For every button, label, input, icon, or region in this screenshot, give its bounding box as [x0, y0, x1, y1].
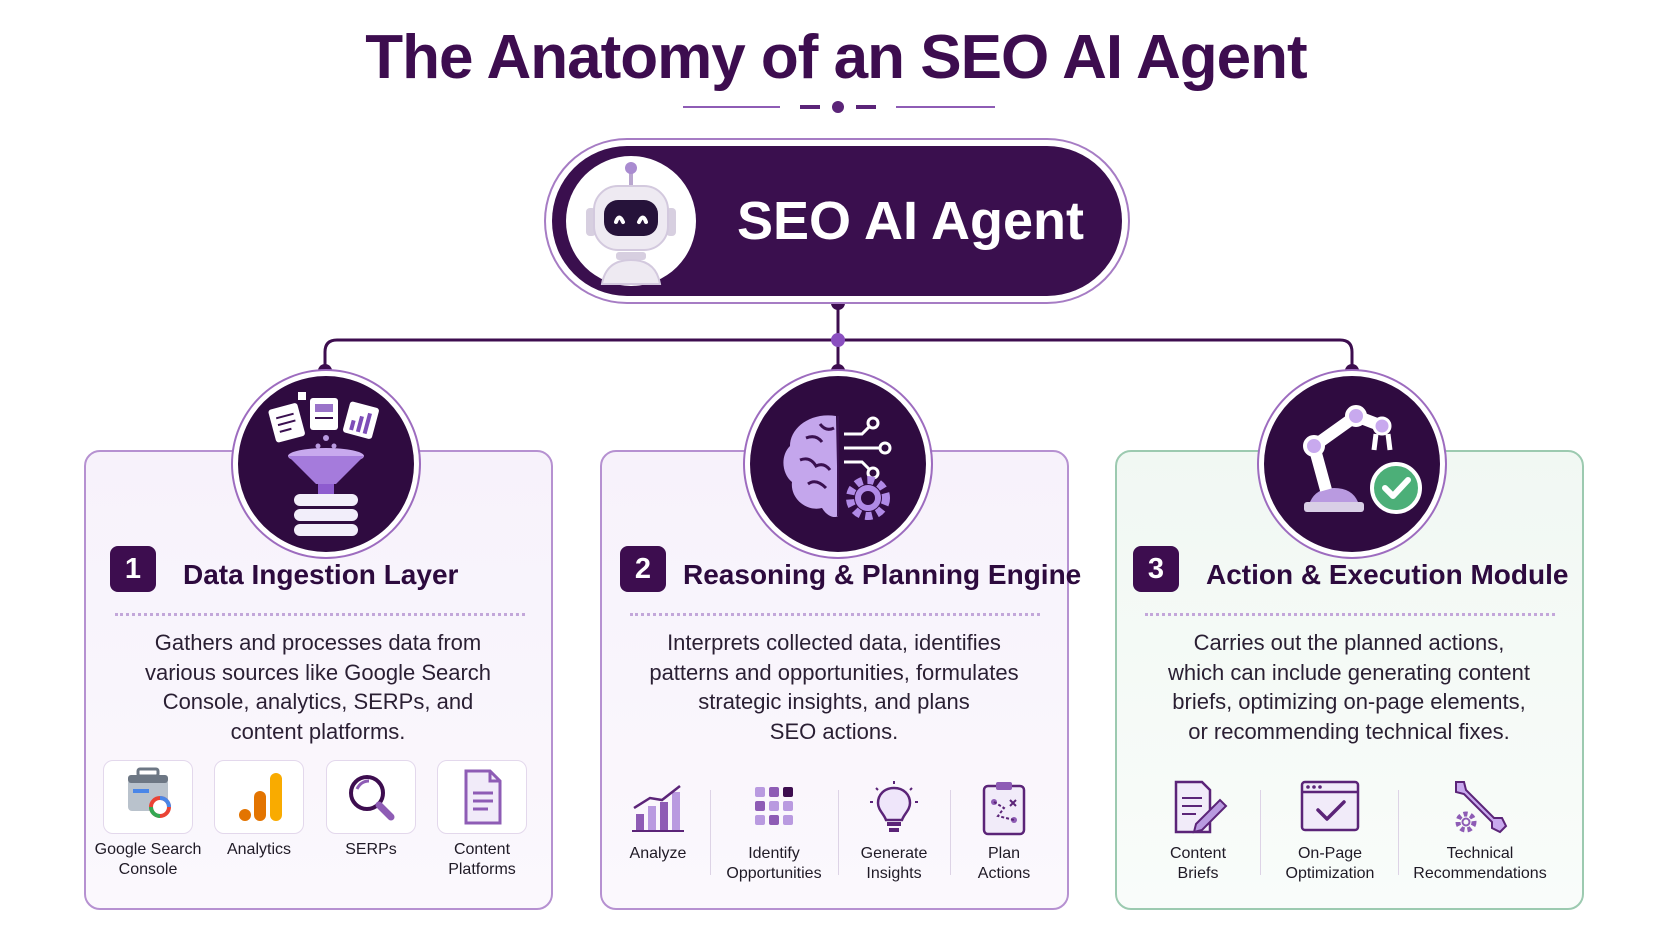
tool-label: Technical Recommendations [1413, 845, 1547, 882]
separator [710, 790, 711, 875]
tool-label: Content Briefs [1169, 845, 1227, 882]
tool-label: SERPs [345, 841, 397, 858]
browser-check-icon [1294, 778, 1366, 836]
dotted-divider [630, 613, 1040, 616]
section-title: Action & Execution Module [1206, 559, 1569, 590]
dotted-divider [1145, 613, 1555, 616]
tool-label: Content Platforms [448, 841, 516, 878]
analytics-bars-icon [214, 760, 304, 834]
clipboard-plan-icon [968, 780, 1040, 836]
google-search-console-icon [103, 760, 193, 834]
robot-icon [566, 156, 696, 286]
separator [838, 790, 839, 875]
separator [1398, 790, 1399, 875]
robot-arm-check-icon [1264, 376, 1440, 552]
section-description: Gathers and processes data from various … [144, 630, 492, 744]
tool-label: Analyze [629, 845, 687, 862]
agent-node: SEO AI Agent [552, 146, 1122, 296]
tool-label: Google Search Console [94, 841, 202, 878]
page-title: The Anatomy of an SEO AI Agent [365, 23, 1307, 92]
separator [1260, 790, 1261, 875]
tool-label: Generate Insights [860, 845, 928, 882]
document-pen-icon [1162, 778, 1234, 836]
lightbulb-icon [858, 780, 930, 836]
section-description: Carries out the planned actions, which c… [1167, 630, 1531, 744]
magnifier-icon [326, 760, 416, 834]
document-icon [437, 760, 527, 834]
section-number-badge: 3 [1133, 546, 1179, 592]
section-description: Interprets collected data, identifies pa… [649, 630, 1019, 744]
tool-label: Plan Actions [977, 845, 1031, 882]
grid-dots-icon [738, 780, 810, 836]
tool-label: Identify Opportunities [726, 845, 822, 882]
wrench-gear-icon [1444, 776, 1516, 836]
data-funnel-icon [238, 376, 414, 552]
title-divider [683, 101, 995, 113]
section-number-badge: 1 [110, 546, 156, 592]
section-title: Reasoning & Planning Engine [683, 559, 1082, 590]
section-number-badge: 2 [620, 546, 666, 592]
tool-label: On-Page Optimization [1285, 845, 1375, 882]
brain-circuit-icon [750, 376, 926, 552]
separator [950, 790, 951, 875]
agent-label: SEO AI Agent [737, 191, 1085, 251]
bar-chart-icon [622, 780, 694, 836]
dotted-divider [115, 613, 525, 616]
section-title: Data Ingestion Layer [183, 559, 459, 590]
tool-label: Analytics [226, 841, 292, 858]
